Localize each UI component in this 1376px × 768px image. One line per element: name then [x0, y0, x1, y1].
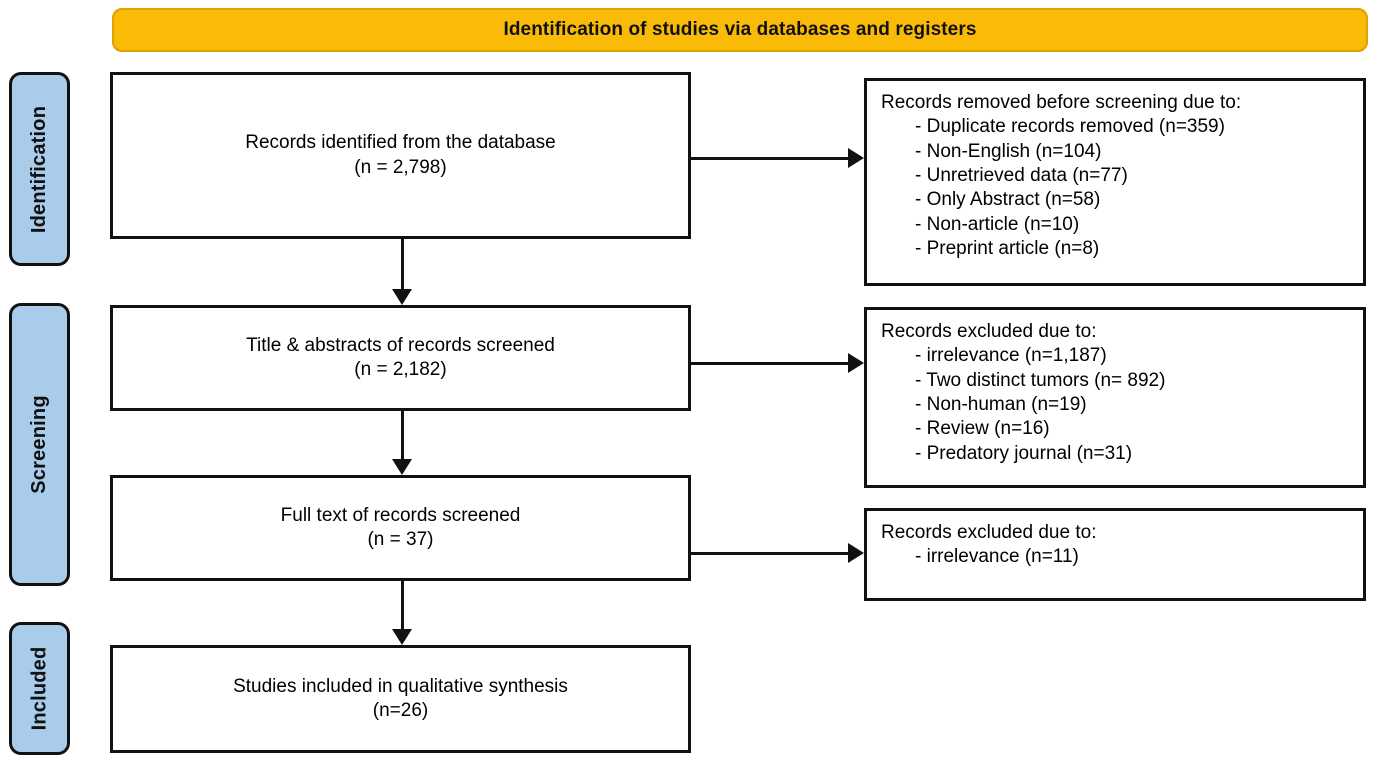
- node-full-text-screened-count: (n = 37): [367, 529, 434, 550]
- records-removed-item: - Non-English (n=104): [915, 140, 1102, 162]
- arrow-identified-to-removed: [691, 148, 864, 168]
- diagram-header-banner: Identification of studies via databases …: [112, 8, 1368, 52]
- records-removed-item: - Duplicate records removed (n=359): [915, 116, 1225, 138]
- arrow-head-right-icon: [848, 353, 864, 373]
- arrow-fulltext-to-excluded: [691, 543, 864, 563]
- records-removed-heading: Records removed before screening due to:: [881, 92, 1242, 113]
- node-records-removed-before-screening: Records removed before screening due to:…: [864, 78, 1366, 286]
- records-excluded-screening-item: - Review (n=16): [915, 418, 1050, 440]
- stage-label-included: Included: [9, 622, 70, 755]
- records-removed-item: - Non-article (n=10): [915, 213, 1080, 235]
- stage-label-screening-text: Screening: [28, 395, 50, 494]
- node-studies-included: Studies included in qualitative synthesi…: [110, 645, 691, 753]
- arrow-head-right-icon: [848, 148, 864, 168]
- records-excluded-full-text-heading: Records excluded due to:: [881, 522, 1097, 543]
- arrow-screened-to-fulltext: [392, 411, 412, 475]
- arrow-head-down-icon: [392, 629, 412, 645]
- node-full-text-screened: Full text of records screened (n = 37): [110, 475, 691, 581]
- records-removed-item: - Only Abstract (n=58): [915, 189, 1101, 211]
- node-studies-included-label: Studies included in qualitative synthesi…: [233, 675, 568, 697]
- records-removed-item: - Preprint article (n=8): [915, 237, 1100, 259]
- node-title-abstracts-screened: Title & abstracts of records screened (n…: [110, 305, 691, 411]
- arrow-head-down-icon: [392, 289, 412, 305]
- stage-label-screening: Screening: [9, 303, 70, 586]
- arrow-identified-to-screened: [392, 239, 412, 305]
- stage-label-identification: Identification: [9, 72, 70, 266]
- stage-label-identification-text: Identification: [28, 105, 50, 233]
- diagram-title: Identification of studies via databases …: [503, 19, 977, 40]
- node-studies-included-count: (n=26): [372, 700, 429, 721]
- stage-label-included-text: Included: [28, 646, 51, 731]
- arrow-head-right-icon: [848, 543, 864, 563]
- records-excluded-screening-item: - Predatory journal (n=31): [915, 442, 1133, 464]
- arrow-fulltext-to-included: [392, 581, 412, 645]
- records-excluded-screening-item: - Two distinct tumors (n= 892): [915, 369, 1166, 391]
- node-records-excluded-full-text: Records excluded due to: - irrelevance (…: [864, 508, 1366, 601]
- records-excluded-screening-heading: Records excluded due to:: [881, 321, 1097, 342]
- node-records-identified-count: (n = 2,798): [354, 156, 447, 178]
- arrow-screened-to-excluded: [691, 353, 864, 373]
- node-records-excluded-screening: Records excluded due to: - irrelevance (…: [864, 307, 1366, 488]
- node-records-identified: Records identified from the database (n …: [110, 72, 691, 239]
- node-full-text-screened-label: Full text of records screened: [280, 504, 521, 526]
- node-title-abstracts-screened-label: Title & abstracts of records screened: [246, 334, 555, 356]
- records-excluded-screening-item: - Non-human (n=19): [915, 393, 1087, 415]
- node-records-identified-label: Records identified from the database: [245, 132, 556, 154]
- records-removed-item: - Unretrieved data (n=77): [915, 164, 1128, 186]
- arrow-head-down-icon: [392, 459, 412, 475]
- records-excluded-screening-item: - irrelevance (n=1,187): [915, 345, 1107, 367]
- node-title-abstracts-screened-count: (n = 2,182): [354, 359, 447, 380]
- records-excluded-full-text-item: - irrelevance (n=11): [915, 546, 1079, 568]
